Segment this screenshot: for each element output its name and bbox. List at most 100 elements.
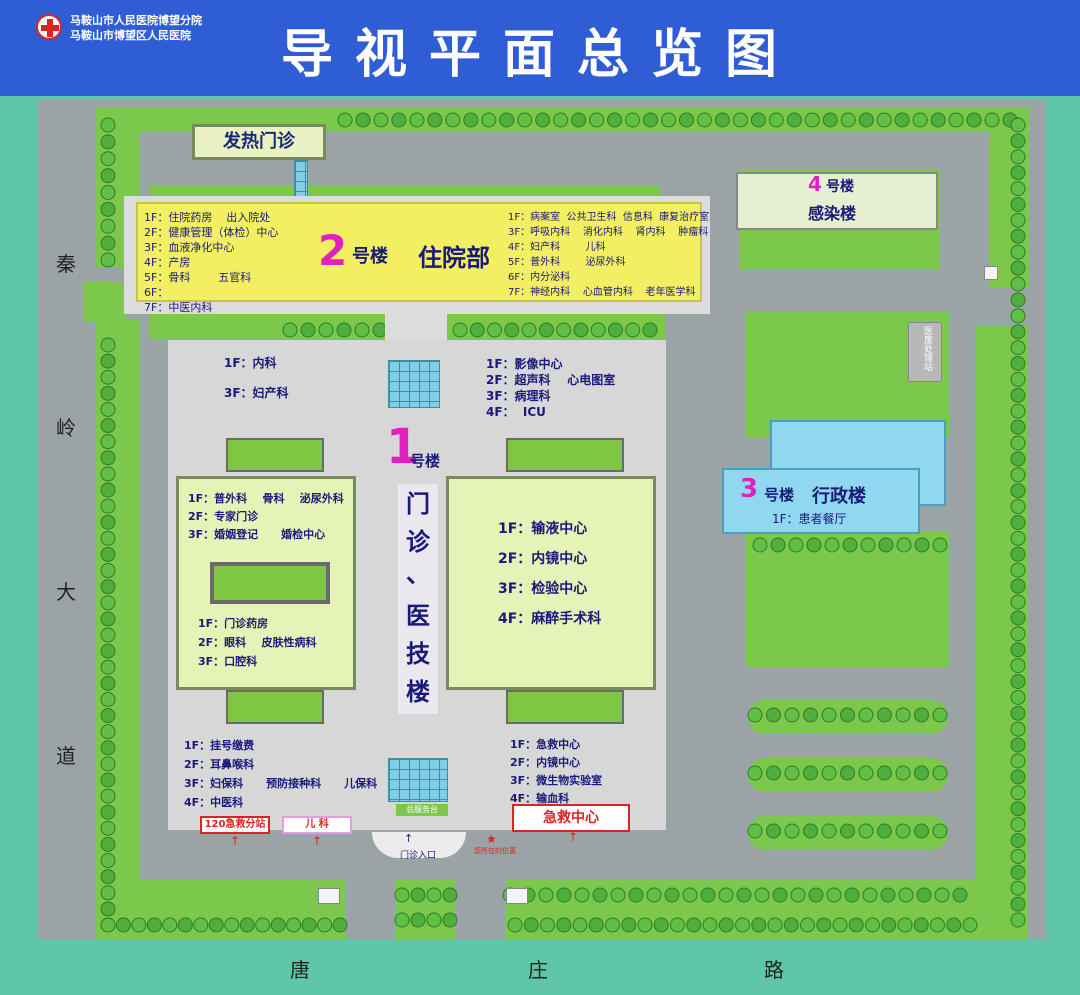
tree-icon [832, 917, 848, 933]
building4 [736, 172, 938, 230]
tree-icon [877, 707, 892, 723]
tree-icon [946, 917, 962, 933]
tree-icon [1010, 483, 1026, 499]
tree-icon [100, 611, 116, 627]
tree-icon [653, 917, 669, 933]
tree-icon [840, 707, 855, 723]
entrance-canopy [372, 832, 466, 858]
tree-icon [571, 112, 587, 128]
tree-icon [1010, 674, 1026, 689]
tree-icon [895, 823, 911, 839]
tree-icon [1010, 292, 1026, 308]
tree-icon [535, 112, 551, 128]
tree-icon [800, 917, 815, 933]
tree-icon [747, 765, 763, 781]
tree-icon [100, 836, 116, 852]
tree-icon [803, 823, 818, 839]
tree-icon [842, 537, 858, 553]
tree-icon [255, 917, 271, 933]
tree-icon [736, 887, 752, 903]
tree-icon [100, 235, 116, 251]
tree-icon [507, 917, 523, 933]
building4-name: 感染楼 [808, 204, 857, 223]
tree-icon [1010, 340, 1026, 356]
emergency-center-label: 急救中心 [512, 804, 630, 832]
tree-icon [588, 917, 604, 933]
building2-number: 2 [318, 226, 348, 275]
tree-icon [610, 887, 626, 903]
tree-icon [538, 322, 554, 338]
building1-name-panel: 门 诊 、 医 技 楼 [398, 484, 438, 714]
building4-suffix: 号楼 [826, 179, 854, 195]
tree-icon [318, 322, 334, 338]
tree-icon [463, 112, 479, 128]
tree-icon [876, 112, 892, 128]
tree-icon [1010, 896, 1026, 912]
tree-icon [100, 853, 116, 869]
tree-icon [1010, 356, 1026, 371]
tree-icon [354, 322, 370, 338]
tree-icon [1010, 451, 1026, 467]
tree-icon [426, 912, 442, 928]
arrow-up-icon: ↑ [312, 834, 323, 848]
tree-icon [628, 887, 644, 903]
b1-north-right-floors: 1F：影像中心 2F：超声科 心电图室 3F：病理科 4F： ICU [486, 357, 616, 419]
tree-icon [1010, 212, 1026, 228]
tree-icon [100, 434, 116, 450]
tree-icon [751, 917, 767, 933]
tree-icon [858, 112, 874, 128]
tree-icon [670, 917, 685, 933]
tree-icon [592, 887, 608, 903]
tree-icon [409, 112, 425, 128]
street-west-char: 大 [56, 580, 76, 604]
b1-east-floors: 1F：输液中心 2F：内镜中心 3F：检验中心 4F：麻醉手术科 [498, 521, 602, 627]
b1-inner-court [210, 562, 330, 604]
tree-icon [100, 869, 116, 885]
header-bar [0, 0, 1080, 96]
tree-icon [317, 917, 333, 933]
tree-icon [1010, 546, 1026, 562]
building2-name: 住院部 [418, 244, 490, 272]
tree-icon [100, 514, 116, 530]
tree-icon [286, 917, 302, 933]
tree-icon [1010, 149, 1026, 165]
tree-icon [224, 917, 240, 933]
tree-icon [1010, 499, 1026, 515]
tree-icon [1010, 228, 1026, 244]
hospital-name-2: 马鞍山市博望区人民医院 [70, 29, 191, 42]
tree-icon [914, 707, 929, 723]
tree-icon [553, 112, 569, 128]
b1-north-atrium [388, 360, 440, 408]
tree-icon [1010, 530, 1026, 546]
building1-name-char: 技 [406, 640, 430, 668]
waste-station-label: 医废处理站 [922, 326, 932, 371]
fever-clinic-corridor [294, 160, 308, 200]
tree-icon [445, 112, 461, 128]
b1-west-upper-floors: 1F：普外科 骨科 泌尿外科 2F：专家门诊 3F：婚姻登记 婚检中心 [188, 492, 344, 541]
tree-icon [984, 112, 1000, 128]
tree-icon [840, 112, 856, 128]
tree-icon [100, 418, 116, 434]
fever-clinic-building [192, 124, 326, 160]
tree-icon [1010, 705, 1026, 721]
tree-icon [100, 482, 116, 498]
tree-icon [607, 322, 623, 338]
tree-icon [700, 887, 716, 903]
tree-icon [100, 185, 116, 200]
tree-icon [208, 917, 224, 933]
tree-icon [783, 917, 799, 933]
page-title: 导视平面总览图 [280, 25, 799, 85]
star-icon: ★ [486, 832, 497, 846]
building4-number: 4 [808, 172, 822, 196]
tree-icon [1010, 197, 1026, 212]
tree-icon [1010, 276, 1026, 292]
tree-icon [1010, 658, 1026, 674]
tree-icon [682, 887, 698, 903]
tree-icon [894, 112, 910, 128]
tree-icon [966, 112, 982, 128]
tree-icon [523, 917, 539, 933]
tree-icon [1010, 848, 1026, 864]
street-west-char: 道 [56, 744, 76, 768]
